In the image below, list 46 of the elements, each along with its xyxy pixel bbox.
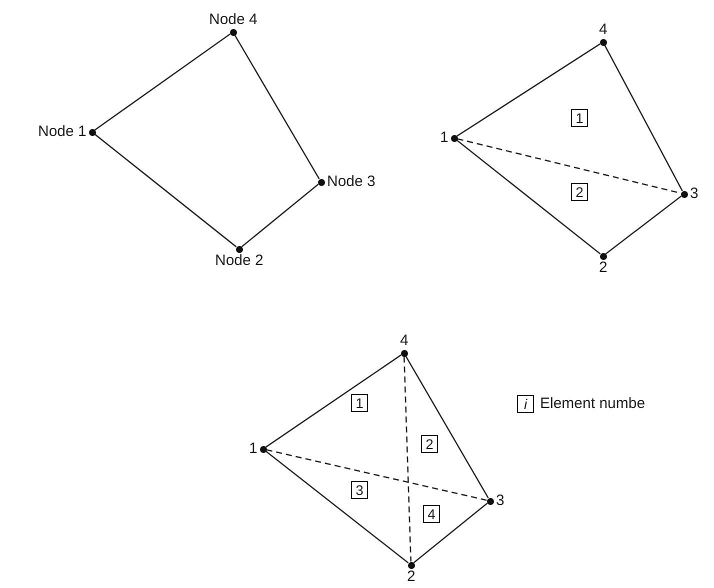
- node-label: 1: [249, 441, 258, 457]
- node-dot: [600, 38, 606, 46]
- node-dot: [236, 246, 242, 252]
- dashed-line: [403, 356, 412, 562]
- mesh-edge: [265, 450, 409, 564]
- element-number: 4: [423, 505, 440, 523]
- node-label: Node 4: [209, 12, 258, 28]
- node-dot: [400, 350, 408, 356]
- legend-text: Element numbe: [540, 396, 646, 412]
- node-label: Node 3: [327, 174, 376, 190]
- mesh-edge: [456, 140, 601, 254]
- node-dot: [230, 28, 236, 36]
- node-dot: [486, 498, 494, 504]
- mesh-edge: [94, 34, 231, 130]
- mesh-edge: [266, 354, 402, 448]
- mesh-edge: [241, 184, 319, 248]
- element-number: 1: [351, 394, 368, 412]
- element-number: 1: [571, 109, 588, 127]
- mesh-edge: [605, 196, 682, 254]
- node-label: 4: [599, 22, 608, 38]
- element-number: 2: [421, 435, 438, 453]
- node-label: 3: [496, 493, 504, 509]
- element-number: 3: [351, 481, 368, 499]
- mesh-edge: [405, 356, 489, 498]
- node-dot: [318, 178, 324, 186]
- node-label: Node 2: [215, 253, 264, 269]
- node-label: 1: [440, 130, 448, 146]
- element-number: 2: [571, 183, 588, 201]
- node-label: Node 1: [38, 124, 86, 140]
- mesh-edge: [456, 43, 600, 137]
- mesh-edge: [413, 502, 488, 564]
- mesh-edge: [94, 134, 237, 248]
- node-dot: [600, 252, 606, 260]
- node-label: 2: [407, 569, 416, 585]
- node-label: 4: [400, 333, 408, 349]
- node-dot: [88, 128, 96, 136]
- legend-symbol: i: [517, 395, 534, 413]
- node-dot: [408, 562, 414, 568]
- dashed-line: [266, 449, 487, 501]
- node-dot: [260, 446, 266, 452]
- mesh-edge: [234, 34, 320, 180]
- mesh-edge: [604, 44, 683, 192]
- node-label: 3: [690, 186, 698, 202]
- node-dot: [680, 190, 688, 198]
- node-label: 2: [599, 260, 608, 276]
- node-dot: [450, 134, 458, 142]
